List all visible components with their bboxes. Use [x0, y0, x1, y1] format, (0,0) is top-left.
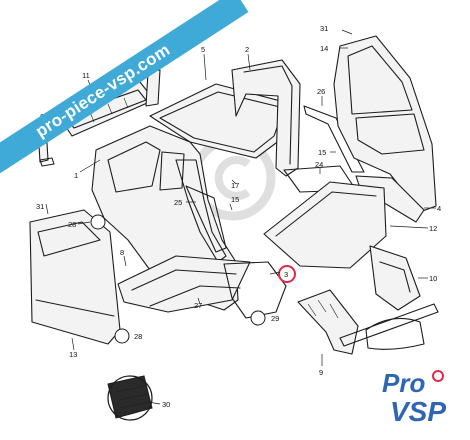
window-guide-26	[303, 105, 365, 173]
rear-door-left	[29, 209, 121, 345]
wheel-arch-10	[369, 245, 421, 311]
callout-12: 12	[429, 224, 437, 233]
callout-1: 1	[74, 171, 78, 180]
a-pillar	[185, 185, 227, 253]
callout-26: 26	[317, 87, 325, 96]
part-numbers: 1 2 3 4 5 6 7 8 9 10 11 12 13 14 15 15 1…	[36, 24, 441, 409]
callout-4: 4	[437, 204, 441, 213]
front-cross-bar	[339, 303, 439, 350]
callout-8: 8	[120, 248, 124, 257]
callout-29: 29	[271, 314, 279, 323]
logo-dot-icon	[432, 370, 444, 382]
callout-2: 2	[245, 45, 249, 54]
callout-17: 17	[231, 181, 239, 190]
callout-29-circle	[250, 310, 266, 326]
callout-5: 5	[201, 45, 205, 54]
callout-13: 13	[69, 350, 77, 359]
highlight-3-circle	[278, 265, 296, 283]
logo-pro-text: Pro	[382, 368, 426, 398]
callout-9: 9	[319, 368, 323, 377]
callout-31a: 31	[36, 202, 44, 211]
callout-30: 30	[162, 400, 170, 409]
logo-vsp-text: VSP	[390, 396, 447, 427]
rear-door-panel	[231, 59, 301, 177]
callout-11: 11	[82, 71, 90, 80]
callout-28a-circle	[90, 214, 106, 230]
callout-28a: 28	[68, 220, 76, 229]
callout-14: 14	[320, 44, 328, 53]
callout-28b: 28	[134, 332, 142, 341]
sill-floor	[117, 255, 251, 313]
brand-logo: Pro VSP	[376, 366, 466, 432]
callout-3: 3	[284, 270, 288, 279]
cross-member	[297, 289, 359, 355]
callout-15a: 15	[318, 148, 326, 157]
callout-27: 27	[194, 301, 202, 310]
callout-31b: 31	[320, 24, 328, 33]
callout-28b-circle	[114, 328, 130, 344]
callout-30-circle	[107, 375, 153, 421]
hood-panel	[263, 181, 387, 269]
callout-24: 24	[315, 160, 323, 169]
callout-15b: 15	[231, 195, 239, 204]
callout-10: 10	[429, 274, 437, 283]
seal-30	[107, 375, 161, 419]
fender-lower	[223, 261, 287, 319]
callout-25: 25	[174, 198, 182, 207]
